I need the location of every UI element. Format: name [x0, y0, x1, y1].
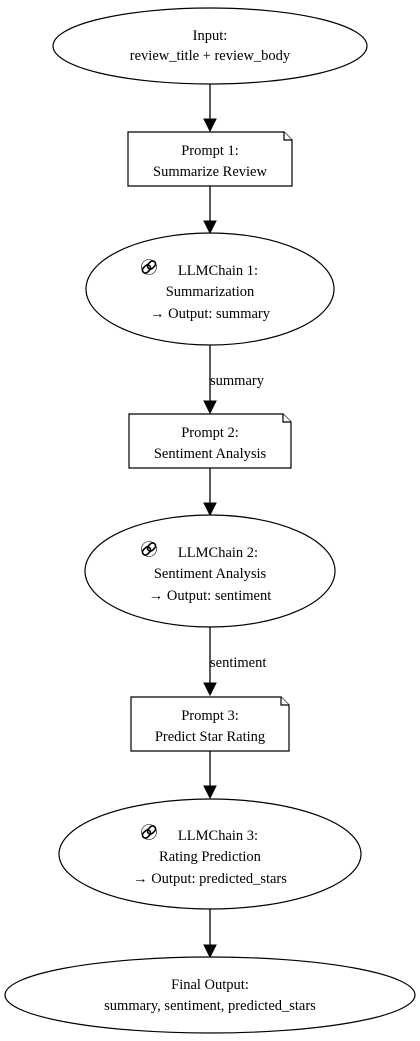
- edge-prompt1-to-chain1: [203, 186, 217, 235]
- node-chain3-subtitle: Rating Prediction: [159, 849, 262, 865]
- node-prompt1: Prompt 1: Summarize Review: [127, 131, 293, 187]
- node-chain1: LLMChain 1: Summarization → Output: summ…: [85, 232, 335, 346]
- node-prompt1-title: Prompt 1:: [181, 143, 239, 159]
- node-chain2-output: → Output: sentiment: [149, 588, 271, 604]
- edge-prompt3-to-chain3: [203, 751, 217, 800]
- link-icon: [141, 259, 157, 275]
- link-icon: [141, 824, 157, 840]
- edge-label-sentiment: sentiment: [210, 655, 266, 671]
- node-final-title: Final Output:: [171, 977, 249, 993]
- edge-chain1-to-prompt2: summary: [203, 345, 265, 415]
- node-chain2: LLMChain 2: Sentiment Analysis → Output:…: [84, 514, 336, 628]
- node-prompt2-title: Prompt 2:: [181, 425, 239, 441]
- node-prompt3-title: Prompt 3:: [181, 708, 239, 724]
- link-icon: [141, 541, 157, 557]
- edge-input-to-prompt1: [203, 84, 217, 133]
- node-final: Final Output: summary, sentiment, predic…: [4, 956, 416, 1034]
- edges: summary sentiment: [203, 84, 266, 959]
- node-prompt1-detail: Summarize Review: [153, 164, 267, 180]
- node-prompt3-detail: Predict Star Rating: [155, 729, 265, 745]
- node-chain2-title: LLMChain 2:: [178, 545, 258, 561]
- node-chain3: LLMChain 3: Rating Prediction → Output: …: [58, 798, 362, 910]
- edge-chain2-to-prompt3: sentiment: [203, 627, 266, 697]
- node-final-detail: summary, sentiment, predicted_stars: [104, 998, 316, 1014]
- node-chain1-title: LLMChain 1:: [178, 263, 258, 279]
- node-prompt3: Prompt 3: Predict Star Rating: [130, 696, 290, 752]
- edge-chain3-to-final: [203, 909, 217, 959]
- node-chain2-subtitle: Sentiment Analysis: [154, 566, 267, 582]
- edge-prompt2-to-chain2: [203, 468, 217, 517]
- node-input-title: Input:: [193, 28, 228, 44]
- node-chain1-output: → Output: summary: [150, 306, 271, 322]
- node-input: Input: review_title + review_body: [52, 7, 368, 85]
- node-chain3-title: LLMChain 3:: [178, 828, 258, 844]
- node-prompt2-detail: Sentiment Analysis: [154, 446, 267, 462]
- edge-label-summary: summary: [210, 373, 265, 389]
- node-input-detail: review_title + review_body: [130, 48, 291, 64]
- node-chain3-output: → Output: predicted_stars: [133, 871, 287, 887]
- node-prompt2: Prompt 2: Sentiment Analysis: [128, 413, 292, 469]
- node-chain1-subtitle: Summarization: [166, 284, 255, 300]
